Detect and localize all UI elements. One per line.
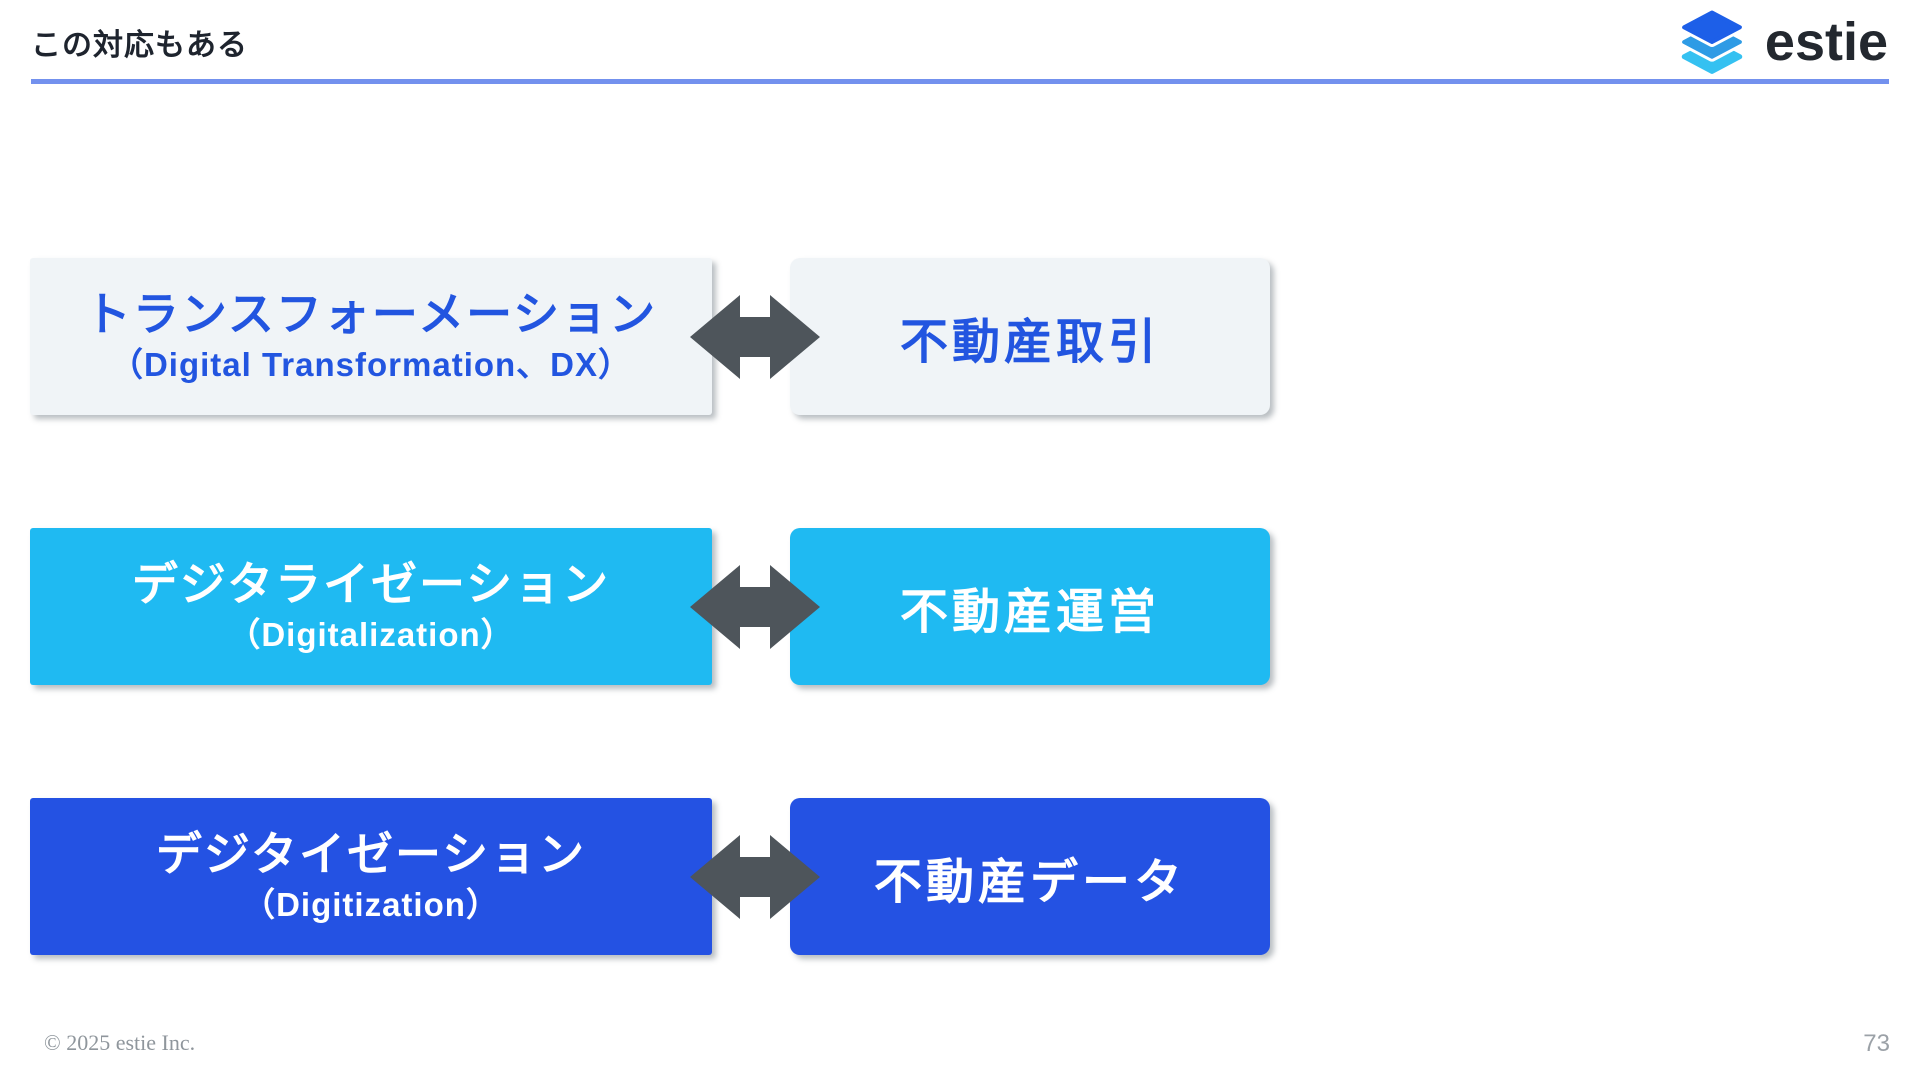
left-right-arrow-icon [690,295,820,379]
estie-logo-text: estie [1764,12,1888,72]
concept-box-transformation: トランスフォーメーション （Digital Transformation、DX） [30,258,712,415]
domain-label: 不動産運営 [899,585,1160,639]
domain-box-transactions: 不動産取引 [790,258,1270,415]
domain-label: 不動産データ [873,855,1186,909]
concept-subtitle: （Digital Transformation、DX） [109,345,633,383]
concept-subtitle: （Digitization） [242,885,500,923]
concept-box-digitalization: デジタライゼーション （Digitalization） [30,528,712,685]
concept-subtitle: （Digitalization） [227,615,515,653]
title-underline [31,79,1889,84]
estie-logo: estie [1671,6,1888,78]
page-number: 73 [1863,1030,1890,1057]
domain-box-data: 不動産データ [790,798,1270,955]
left-right-arrow-icon [690,565,820,649]
copyright-text: © 2025 estie Inc. [44,1030,196,1055]
page-title: この対応もある [31,29,248,62]
concept-title: デジタイゼーション [155,828,587,881]
stacked-layers-icon [1679,7,1745,74]
domain-label: 不動産取引 [899,315,1160,369]
left-right-arrow-icon [690,835,820,919]
concept-box-digitization: デジタイゼーション （Digitization） [30,798,712,955]
concept-title: デジタライゼーション [131,558,611,611]
concept-title: トランスフォーメーション [84,288,658,341]
domain-box-operations: 不動産運営 [790,528,1270,685]
